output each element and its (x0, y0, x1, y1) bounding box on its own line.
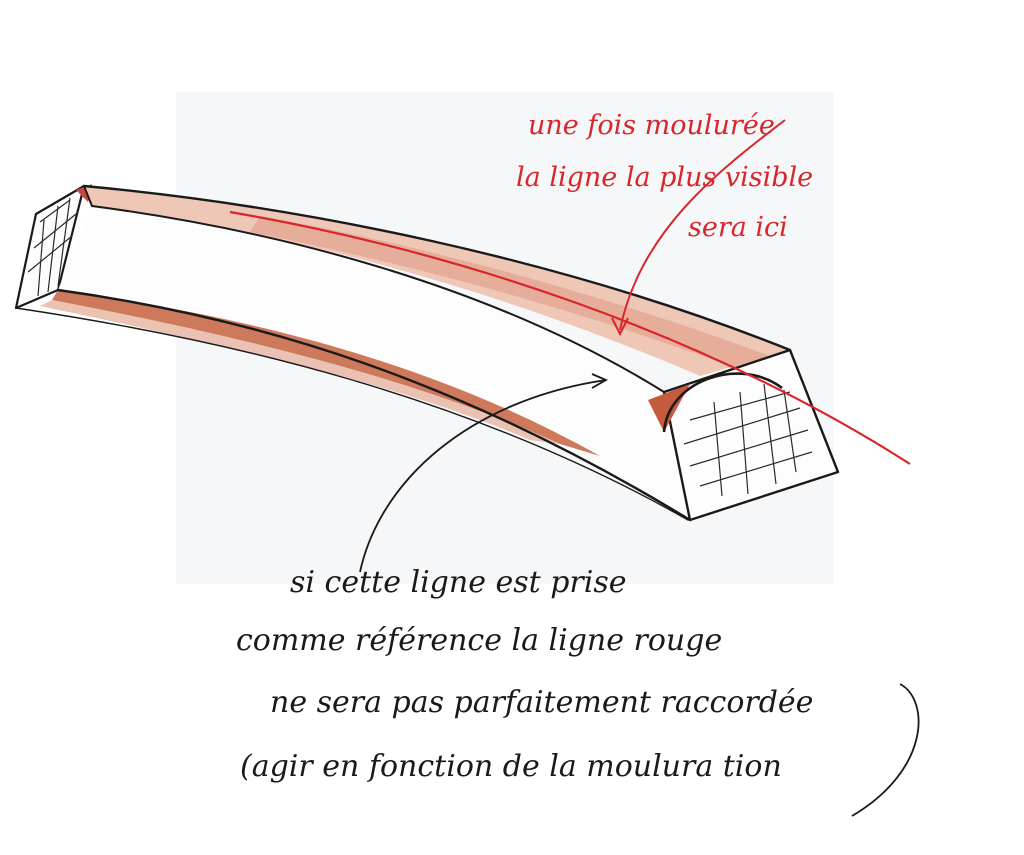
top-face-band (250, 216, 770, 368)
bottom-face-shade-light (40, 300, 560, 444)
black-note-line-3: ne sera pas parfaitement raccordée (270, 685, 813, 720)
right-end-grain (683, 383, 813, 497)
red-note-line-1: une fois moulurée (528, 110, 775, 141)
red-reference-line (229, 210, 911, 465)
red-arrow-line (619, 119, 786, 331)
black-note-line-2: comme référence la ligne rouge (236, 623, 722, 658)
molding-beam (14, 184, 840, 522)
note-bracket (851, 683, 920, 817)
beam-outlines (15, 184, 792, 522)
black-note-line-1: si cette ligne est prise (290, 565, 627, 600)
black-arrow-line (359, 379, 607, 573)
black-arrow-head (591, 373, 609, 389)
red-arrow-head (611, 317, 629, 337)
bottom-face-shade (52, 290, 600, 456)
red-note: une fois moulurée la ligne la plus visib… (516, 110, 813, 243)
right-end-face (662, 348, 840, 522)
black-note-line-4: (agir en fonction de la moulura tion (240, 749, 782, 784)
molding-profile-arc (662, 372, 783, 433)
left-end-grain (27, 197, 77, 297)
black-note: si cette ligne est prise comme référence… (236, 565, 813, 784)
red-note-line-2: la ligne la plus visible (516, 162, 813, 193)
red-note-line-3: sera ici (688, 212, 788, 243)
